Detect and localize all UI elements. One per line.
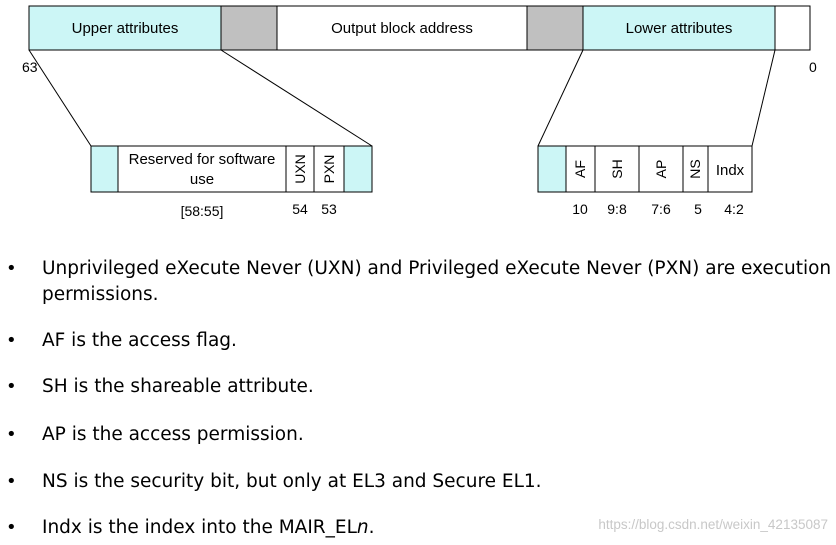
lower-attributes-field [582, 5, 776, 51]
bullet-text: Unprivileged eXecute Never (UXN) and Pri… [42, 258, 832, 305]
bullet-dot: • [6, 424, 17, 445]
upper-detail-boxes [90, 145, 373, 193]
bullet-item: • AF is the access flag. [0, 328, 836, 354]
bullet-dot: • [6, 258, 17, 279]
bullet-text-italic-n: n [356, 517, 369, 538]
bullet-dot: • [6, 471, 17, 492]
bits-9-8-label: 9:8 [607, 201, 627, 217]
output-block-address-field [276, 5, 528, 51]
lower-detail-boxes [537, 145, 753, 193]
upper-attributes-field [28, 5, 222, 51]
uxn-label: UXN [292, 154, 308, 184]
bullet-item: • NS is the security bit, but only at EL… [0, 469, 836, 495]
bit-53-label: 53 [321, 201, 337, 217]
reserved-software-label-line1: Reserved for software [129, 151, 276, 168]
bullet-text: Indx is the index into the MAIR_EL [42, 517, 357, 538]
upper-detail-pad-right [343, 145, 373, 193]
bullet-dot: • [6, 330, 17, 351]
bullet-text: SH is the shareable attribute. [42, 376, 314, 397]
bullet-item: • AP is the access permission. [0, 422, 836, 448]
bullet-text: AP is the access permission. [42, 424, 304, 445]
bullet-item: • SH is the shareable attribute. [0, 374, 836, 400]
af-label: AF [572, 160, 588, 178]
indx-box [707, 145, 753, 193]
bullet-list: • Unprivileged eXecute Never (UXN) and P… [0, 252, 836, 541]
bullet-text: AF is the access flag. [42, 330, 237, 351]
af-box [565, 145, 596, 193]
uxn-box [285, 145, 315, 193]
bits-7-6-label: 7:6 [651, 201, 671, 217]
connector-lower-left [537, 49, 584, 147]
connector-lower-right [751, 49, 776, 147]
bullet-dot: • [6, 517, 17, 538]
bit-5-label: 5 [694, 201, 702, 217]
upper-detail-pad-left [90, 145, 119, 193]
page-table-descriptor-diagram: Upper attributes Output block address Lo… [22, 5, 817, 219]
indx-label: Indx [716, 162, 745, 179]
pxn-box [313, 145, 345, 193]
connector-upper-left [28, 49, 92, 147]
reserved-software-label-line2: use [190, 171, 214, 188]
bit-63-label: 63 [22, 59, 38, 75]
lower-detail-pad-left [537, 145, 567, 193]
bit-10-label: 10 [572, 201, 588, 217]
ignored-field [774, 5, 811, 51]
reserved-software-box [117, 145, 287, 193]
bullet-item: • Unprivileged eXecute Never (UXN) and P… [0, 256, 836, 308]
ns-label: NS [687, 159, 703, 178]
bits-58-55-label: [58:55] [181, 203, 224, 219]
upper-attributes-label: Upper attributes [72, 20, 179, 37]
reserved-field-right [526, 5, 584, 51]
ap-label: AP [653, 160, 669, 179]
watermark-url: https://blog.csdn.net/weixin_42135087 [598, 517, 828, 532]
bullet-dot: • [6, 376, 17, 397]
bit-0-label: 0 [809, 59, 817, 75]
sh-label: SH [609, 159, 625, 178]
pxn-label: PXN [321, 155, 337, 184]
ns-box [682, 145, 709, 193]
bullet-text: NS is the security bit, but only at EL3 … [42, 471, 542, 492]
reserved-field-left [220, 5, 278, 51]
bullet-item: • Indx is the index into the MAIR_ELn. [0, 515, 836, 541]
sh-box [594, 145, 640, 193]
descriptor-bar [28, 5, 811, 51]
bit-54-label: 54 [292, 201, 308, 217]
output-block-address-label: Output block address [331, 20, 473, 37]
connector-lines [28, 49, 776, 147]
connector-upper-right [220, 49, 373, 147]
bullet-text-tail: . [368, 517, 375, 538]
bits-4-2-label: 4:2 [724, 201, 744, 217]
lower-attributes-label: Lower attributes [626, 20, 733, 37]
